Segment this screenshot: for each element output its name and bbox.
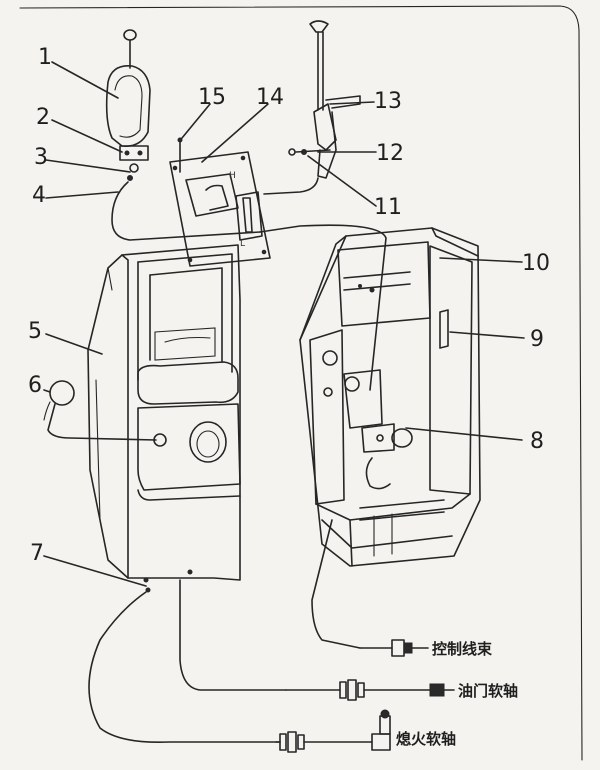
- leader-lines: [43, 61, 525, 587]
- part-label-12: 12: [376, 141, 404, 166]
- part-label-13: 13: [374, 89, 402, 114]
- part-label-8: 8: [530, 429, 544, 454]
- left-console: [87, 29, 261, 593]
- page-border: [19, 5, 583, 761]
- pin-15-head: [177, 137, 183, 143]
- link-wire: [259, 224, 387, 391]
- selector-plate-14: H L: [169, 151, 271, 267]
- label-throttle-cable: 油门软轴: [458, 682, 518, 700]
- part-label-10: 10: [522, 251, 550, 276]
- label-stop-cable: 熄火软轴: [396, 730, 456, 748]
- part-label-6: 6: [28, 373, 42, 398]
- right-housing-10: [299, 227, 481, 649]
- tall-lever-13: [263, 20, 361, 195]
- cable-throttle: [179, 579, 455, 701]
- part-label-4: 4: [32, 183, 46, 208]
- part-label-14: 14: [256, 85, 284, 110]
- part-label-7: 7: [30, 541, 44, 566]
- part-label-9: 9: [530, 327, 544, 352]
- label-control-harness: 控制线束: [432, 640, 493, 658]
- part-label-11: 11: [374, 195, 402, 220]
- part-labels: 1 2 3 4 5 6 7 8 9 10 11 12 13 14 15: [28, 45, 550, 566]
- plate-mark-h: H: [229, 171, 236, 181]
- knob-6: [43, 380, 157, 441]
- part-label-2: 2: [36, 105, 50, 130]
- part-label-15: 15: [198, 85, 226, 110]
- cable-control-harness: [359, 639, 429, 657]
- plate-mark-l: L: [240, 239, 245, 249]
- part-label-3: 3: [34, 145, 48, 170]
- part-label-5: 5: [28, 319, 42, 344]
- cable-stop: [88, 591, 391, 753]
- part-label-1: 1: [38, 45, 52, 70]
